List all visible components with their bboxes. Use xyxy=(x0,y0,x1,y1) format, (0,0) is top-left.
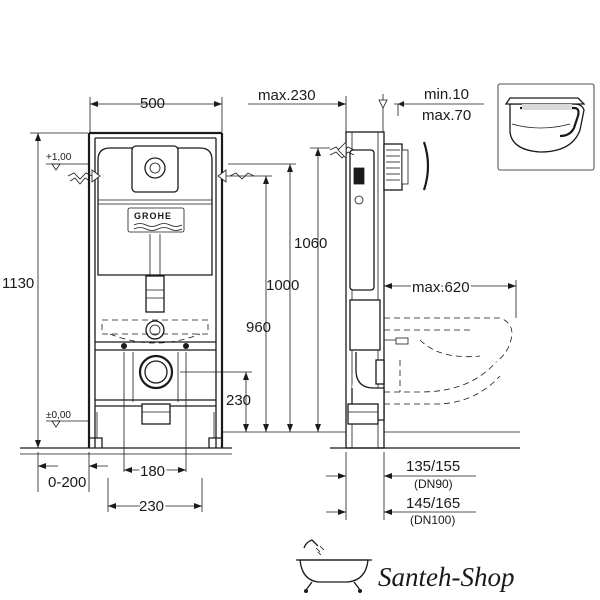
level-zero-label: ±0,00 xyxy=(46,410,71,421)
dim-230-height-label: 230 xyxy=(226,392,251,409)
dimension-1060: 1060 xyxy=(294,147,330,432)
dim-500-label: 500 xyxy=(140,95,165,112)
cistern: GROHE xyxy=(67,145,255,276)
dim-1130-label: 1130 xyxy=(2,275,34,292)
side-waste-pipe xyxy=(347,299,385,425)
dimension-180: 180 xyxy=(124,461,186,482)
side-view: max.230 min.10 max.70 xyxy=(248,86,520,527)
toilet-profile-dashed xyxy=(384,317,513,405)
toilet-thumbnail xyxy=(497,83,595,171)
dim-dn90-label: (DN90) xyxy=(414,477,453,491)
drain-pipe xyxy=(101,275,209,472)
flush-plate-side xyxy=(383,141,430,191)
dim-max-620-label: max.620 xyxy=(412,279,470,296)
dimension-230-width: 230 xyxy=(107,478,203,517)
dimension-max-620: max.620 xyxy=(384,277,517,318)
level-plus-1-label: +1,00 xyxy=(46,152,72,163)
dimension-width: 500 xyxy=(89,95,223,132)
bathtub-icon xyxy=(296,539,372,593)
dim-max-230-label: max.230 xyxy=(258,87,316,104)
dimension-1130: 1130 xyxy=(2,132,88,448)
dim-0-200-label: 0-200 xyxy=(48,474,86,491)
level-markers: +1,00 ±0,00 xyxy=(46,152,88,428)
dimension-135-155: 135/155 (DN90) xyxy=(326,452,476,520)
flush-plate xyxy=(131,145,179,193)
dim-max-70-label: max.70 xyxy=(422,107,471,124)
santeh-shop-watermark: Santeh-Shop xyxy=(296,539,514,593)
dimension-960: 960 xyxy=(226,175,272,432)
dim-960-label: 960 xyxy=(246,319,271,336)
front-view: 500 xyxy=(2,95,346,517)
dimension-230-height: 230 xyxy=(180,371,252,432)
dim-min-10-label: min.10 xyxy=(424,86,469,103)
dimension-min10-max70: min.10 max.70 xyxy=(378,86,484,148)
dim-135-155-label: 135/155 xyxy=(406,458,460,475)
shop-name-label: Santeh-Shop xyxy=(378,562,514,592)
grohe-logo: GROHE xyxy=(134,211,172,221)
dimension-145-165: 145/165 (DN100) xyxy=(326,495,476,527)
dim-dn100-label: (DN100) xyxy=(410,513,455,527)
dimension-1000: 1000 xyxy=(228,163,299,432)
dim-180-label: 180 xyxy=(140,463,165,480)
dim-1060-label: 1060 xyxy=(294,235,327,252)
dim-145-165-label: 145/165 xyxy=(406,495,460,512)
dimension-0-200: 0-200 xyxy=(37,452,108,492)
dim-230-width-label: 230 xyxy=(139,498,164,515)
dimension-max-230: max.230 xyxy=(248,87,347,148)
flush-button-icon xyxy=(144,157,166,179)
dim-1000-label: 1000 xyxy=(266,277,299,294)
